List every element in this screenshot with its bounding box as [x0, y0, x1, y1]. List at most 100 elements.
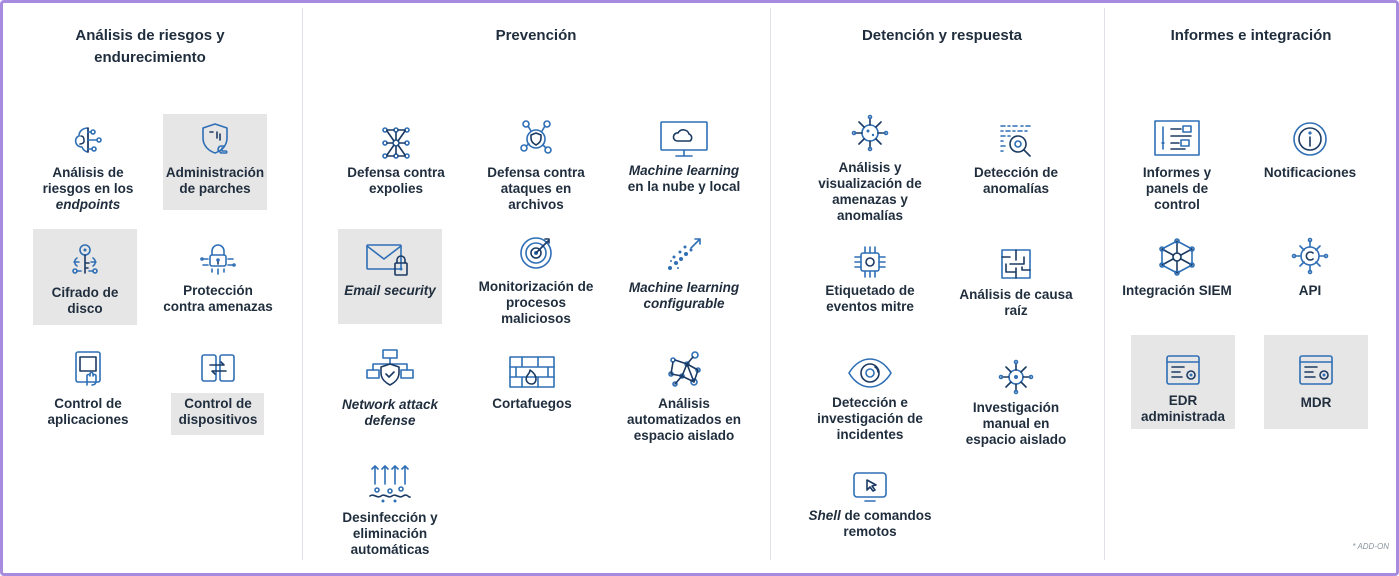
- item-mitre-tagging: Etiquetado de eventos mitre: [818, 237, 922, 333]
- label-line: espacio aislado: [965, 432, 1067, 447]
- app-touch-icon: [69, 349, 107, 387]
- label-line: en la nube y local: [627, 179, 741, 194]
- item-ml-configurable: Machine learning configurable: [628, 229, 740, 325]
- item-label: Informes y panels de control: [1111, 165, 1243, 213]
- label-line: aplicaciones: [47, 412, 129, 427]
- label-line: panels de: [1145, 181, 1209, 196]
- network-shield-icon: [365, 348, 415, 386]
- item-label: Control de aplicaciones: [22, 396, 154, 428]
- item-sandbox-automated-analysis: Análisis automatizados en espacio aislad…: [627, 346, 741, 443]
- browser-gear-icon: [1164, 353, 1202, 391]
- browser-gear-icon: [1297, 353, 1335, 391]
- label-line: procesos: [505, 295, 567, 310]
- label-line: investigación de: [817, 411, 923, 426]
- label-line: amenazas y: [832, 192, 908, 207]
- label-line: dispositivos: [178, 412, 258, 427]
- item-label: Machine learning en la nube y local: [618, 163, 750, 195]
- label-line: Detección e: [832, 395, 908, 410]
- item-label: Shell de comandos remotos: [804, 508, 936, 540]
- column-title-detection: Detención y respuesta: [861, 27, 1023, 44]
- label-line: espacio aislado: [633, 428, 735, 443]
- item-label: API: [1244, 283, 1376, 299]
- label-line: EDR: [1168, 393, 1198, 408]
- hub-icon: [1156, 237, 1198, 276]
- item-label: Investigación manual en espacio aislado: [950, 400, 1082, 448]
- item-label: Etiquetado de eventos mitre: [804, 283, 936, 315]
- label-line: de comandos: [840, 508, 932, 523]
- item-managed-edr: EDR administrada: [1131, 335, 1235, 429]
- label-line: Detección de: [973, 165, 1059, 180]
- cursor-screen-icon: [851, 468, 889, 506]
- item-firewall: Cortafuegos: [480, 346, 584, 442]
- label-line: eliminación: [352, 526, 428, 541]
- item-label: Email security: [324, 283, 456, 299]
- label-line: Machine learning: [628, 280, 740, 295]
- item-label: EDR administrada: [1117, 393, 1249, 425]
- item-endpoint-risk-analysis: Análisis de riesgos en los endpoints: [36, 114, 140, 212]
- item-root-cause-analysis: Análisis de causa raíz: [959, 237, 1073, 333]
- label-line: Análisis y: [838, 160, 902, 175]
- item-label: Desinfección y eliminación automáticas: [324, 510, 456, 558]
- item-label: Monitorización de procesos maliciosos: [470, 279, 602, 327]
- label-line: Análisis de causa: [959, 287, 1073, 302]
- label-line: riesgos en los: [42, 181, 134, 196]
- virus-icon: [851, 114, 889, 152]
- label-line: archivos: [508, 197, 564, 212]
- item-manual-sandbox-investigation: Investigación manual en espacio aislado: [964, 352, 1068, 448]
- info-circle-icon: [1291, 120, 1329, 158]
- node-graph-icon: [665, 350, 703, 388]
- item-label: Administración de parches: [149, 165, 281, 197]
- label-line: Desinfección y: [342, 510, 438, 525]
- column-title-risk-text: Análisis de riesgos y endurecimiento: [75, 27, 225, 66]
- label-line: Etiquetado de: [825, 283, 915, 298]
- label-line: Notificaciones: [1263, 165, 1357, 180]
- label-line: Monitorización de: [478, 279, 594, 294]
- label-line: Defensa contra: [347, 165, 445, 180]
- label-line: incidentes: [836, 427, 904, 442]
- label-line: Cortafuegos: [492, 396, 572, 411]
- label-line: Cifrado de: [51, 285, 119, 300]
- label-line: Control de: [54, 396, 122, 411]
- binary-magnifier-icon: [997, 122, 1035, 160]
- column-divider: [302, 8, 303, 560]
- item-label: Cortafuegos: [466, 396, 598, 412]
- item-ml-cloud-local: Machine learning en la nube y local: [628, 114, 740, 210]
- item-shade: [171, 393, 264, 435]
- item-threat-protection: Protección contra amenazas: [163, 229, 273, 325]
- label-line: remotos: [843, 524, 897, 539]
- label-line: Investigación: [972, 400, 1060, 415]
- label-line: maliciosos: [501, 311, 571, 326]
- label-line: Machine learning: [628, 163, 740, 178]
- label-line: visualización de: [818, 176, 922, 191]
- lock-network-icon: [199, 239, 237, 277]
- item-notifications: Notificaciones: [1258, 114, 1362, 210]
- item-application-control: Control de aplicaciones: [36, 341, 140, 437]
- item-label: Análisis y visualización de amenazas y a…: [804, 160, 936, 224]
- label-line: configurable: [643, 296, 725, 311]
- device-transfer-icon: [199, 351, 237, 389]
- item-label: Integración SIEM: [1111, 283, 1243, 299]
- bug-network-icon: [997, 358, 1035, 396]
- dashboard-icon: [1153, 119, 1201, 157]
- item-label: Network attack defense: [324, 397, 456, 429]
- item-threat-visualization: Análisis y visualización de amenazas y a…: [818, 110, 922, 223]
- item-label: Defensa contra ataques en archivos: [470, 165, 602, 213]
- item-malicious-process-monitoring: Monitorización de procesos maliciosos: [479, 229, 593, 326]
- item-label: MDR: [1250, 395, 1382, 411]
- label-line: MDR: [1300, 395, 1332, 410]
- item-email-security: Email security: [338, 229, 442, 324]
- api-gear-icon: [1291, 237, 1329, 275]
- item-reports-dashboards: Informes y panels de control: [1125, 114, 1229, 212]
- addon-footnote: * ADD-ON: [1352, 542, 1389, 551]
- item-remote-shell: Shell de comandos remotos: [808, 464, 932, 560]
- item-label: Control de dispositivos: [152, 396, 284, 428]
- item-label: Detección e investigación de incidentes: [804, 395, 936, 443]
- item-patch-management: Administración de parches: [163, 114, 267, 210]
- label-line: contra amenazas: [163, 299, 273, 314]
- item-label: Análisis de riesgos en los endpoints: [22, 165, 154, 213]
- column-title-prevention: Prevención: [495, 27, 577, 44]
- item-label: Cifrado de disco: [19, 285, 151, 317]
- item-label: Análisis de causa raíz: [950, 287, 1082, 319]
- label-line: Análisis: [658, 396, 710, 411]
- label-line: raíz: [1004, 303, 1028, 318]
